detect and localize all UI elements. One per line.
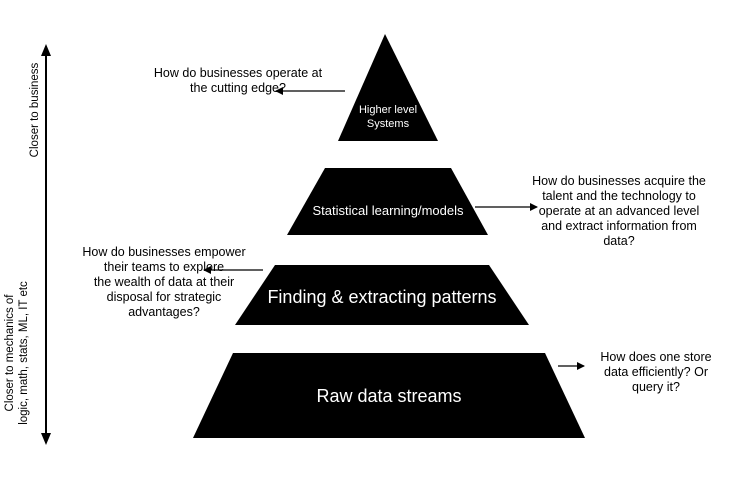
tier-third-label: Finding & extracting patterns (267, 287, 497, 307)
axis-arrowhead-up (41, 44, 51, 56)
question-bottom: How does one store data efficiently? Or … (600, 350, 712, 394)
tier-second-shape (287, 168, 488, 235)
tier-bottom-shape (193, 353, 585, 438)
tier-second-label: Statistical learning/models (312, 203, 464, 218)
question-third: How do businesses empower their teams to… (82, 245, 246, 319)
tier-third-shape (235, 265, 529, 325)
axis-label-mechanics: Closer to mechanics of logic, math, stat… (4, 281, 30, 425)
tier-top-label: Higher level Systems (358, 104, 418, 130)
axis-arrowhead-down (41, 433, 51, 445)
tier-bottom-label: Raw data streams (316, 386, 462, 406)
axis-label-business: Closer to business (29, 62, 41, 158)
question-top: How do businesses operate at the cutting… (153, 66, 323, 95)
question-second: How do businesses acquire the talent and… (532, 174, 706, 248)
tier-top-shape (338, 34, 438, 141)
